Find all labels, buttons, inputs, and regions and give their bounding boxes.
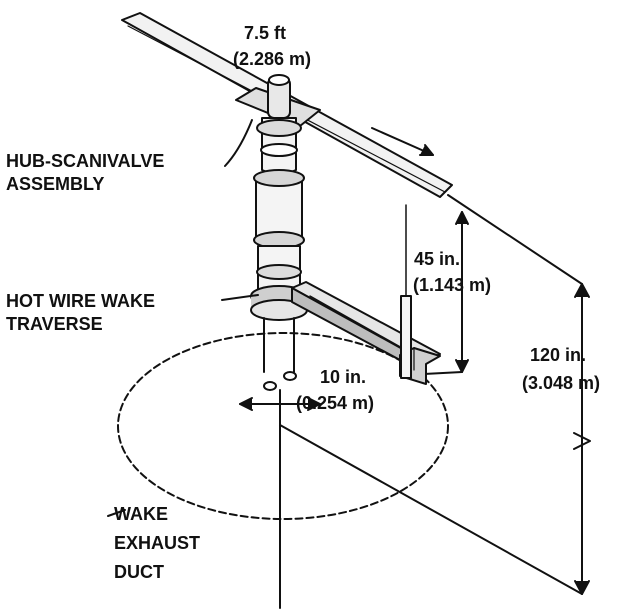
arrow-120in-top [574,283,590,298]
label-hub-scanivalve-line1: HUB-SCANIVALVE [6,151,165,171]
label-hot-wire-line1: HOT WIRE WAKE [6,291,155,311]
dim-rotor-imperial: 7.5 ft [244,23,287,43]
dim-probe-imperial: 45 in. [414,249,461,269]
wake-exhaust-duct-outline [117,332,449,520]
leader-hot-wire [221,294,259,301]
dimension-line-upper [447,194,583,285]
dim-total-imperial: 120 in. [530,345,587,365]
lower-ring [256,264,302,280]
arrow-rotor-span [419,144,434,156]
dim-offset-imperial: 10 in. [320,367,367,387]
arrow-10in-right [307,397,321,411]
break-mark [573,432,591,450]
dim-offset-metric: (0.254 m) [296,393,375,413]
duct-fitting-2 [283,371,297,381]
arrow-45in-bottom [455,359,469,373]
dim-probe-metric: (1.143 m) [413,275,492,295]
arrow-120in-bottom [574,580,590,595]
label-hot-wire-line2: TRAVERSE [6,314,103,334]
dim-total-metric: (3.048 m) [522,373,601,393]
label-hub-scanivalve-line2: ASSEMBLY [6,174,105,194]
hot-wire-probe-body [400,295,412,379]
duct-fitting-1 [263,381,277,391]
arrow-10in-left [239,397,253,411]
leader-hub-scanivalve [224,119,253,167]
hub-collar-2 [260,143,298,157]
label-wake-line3: DUCT [114,562,164,582]
arrow-45in-top [455,211,469,225]
hub-cap-top [268,74,290,86]
body-top-ring [253,169,305,187]
dimension-line-lower [279,424,583,595]
dim-rotor-metric: (2.286 m) [233,49,312,69]
hub-collar-1 [256,119,302,137]
label-wake-line2: EXHAUST [114,533,201,553]
leader-wake-duct [107,509,126,517]
label-wake-line1: WAKE [114,504,168,524]
